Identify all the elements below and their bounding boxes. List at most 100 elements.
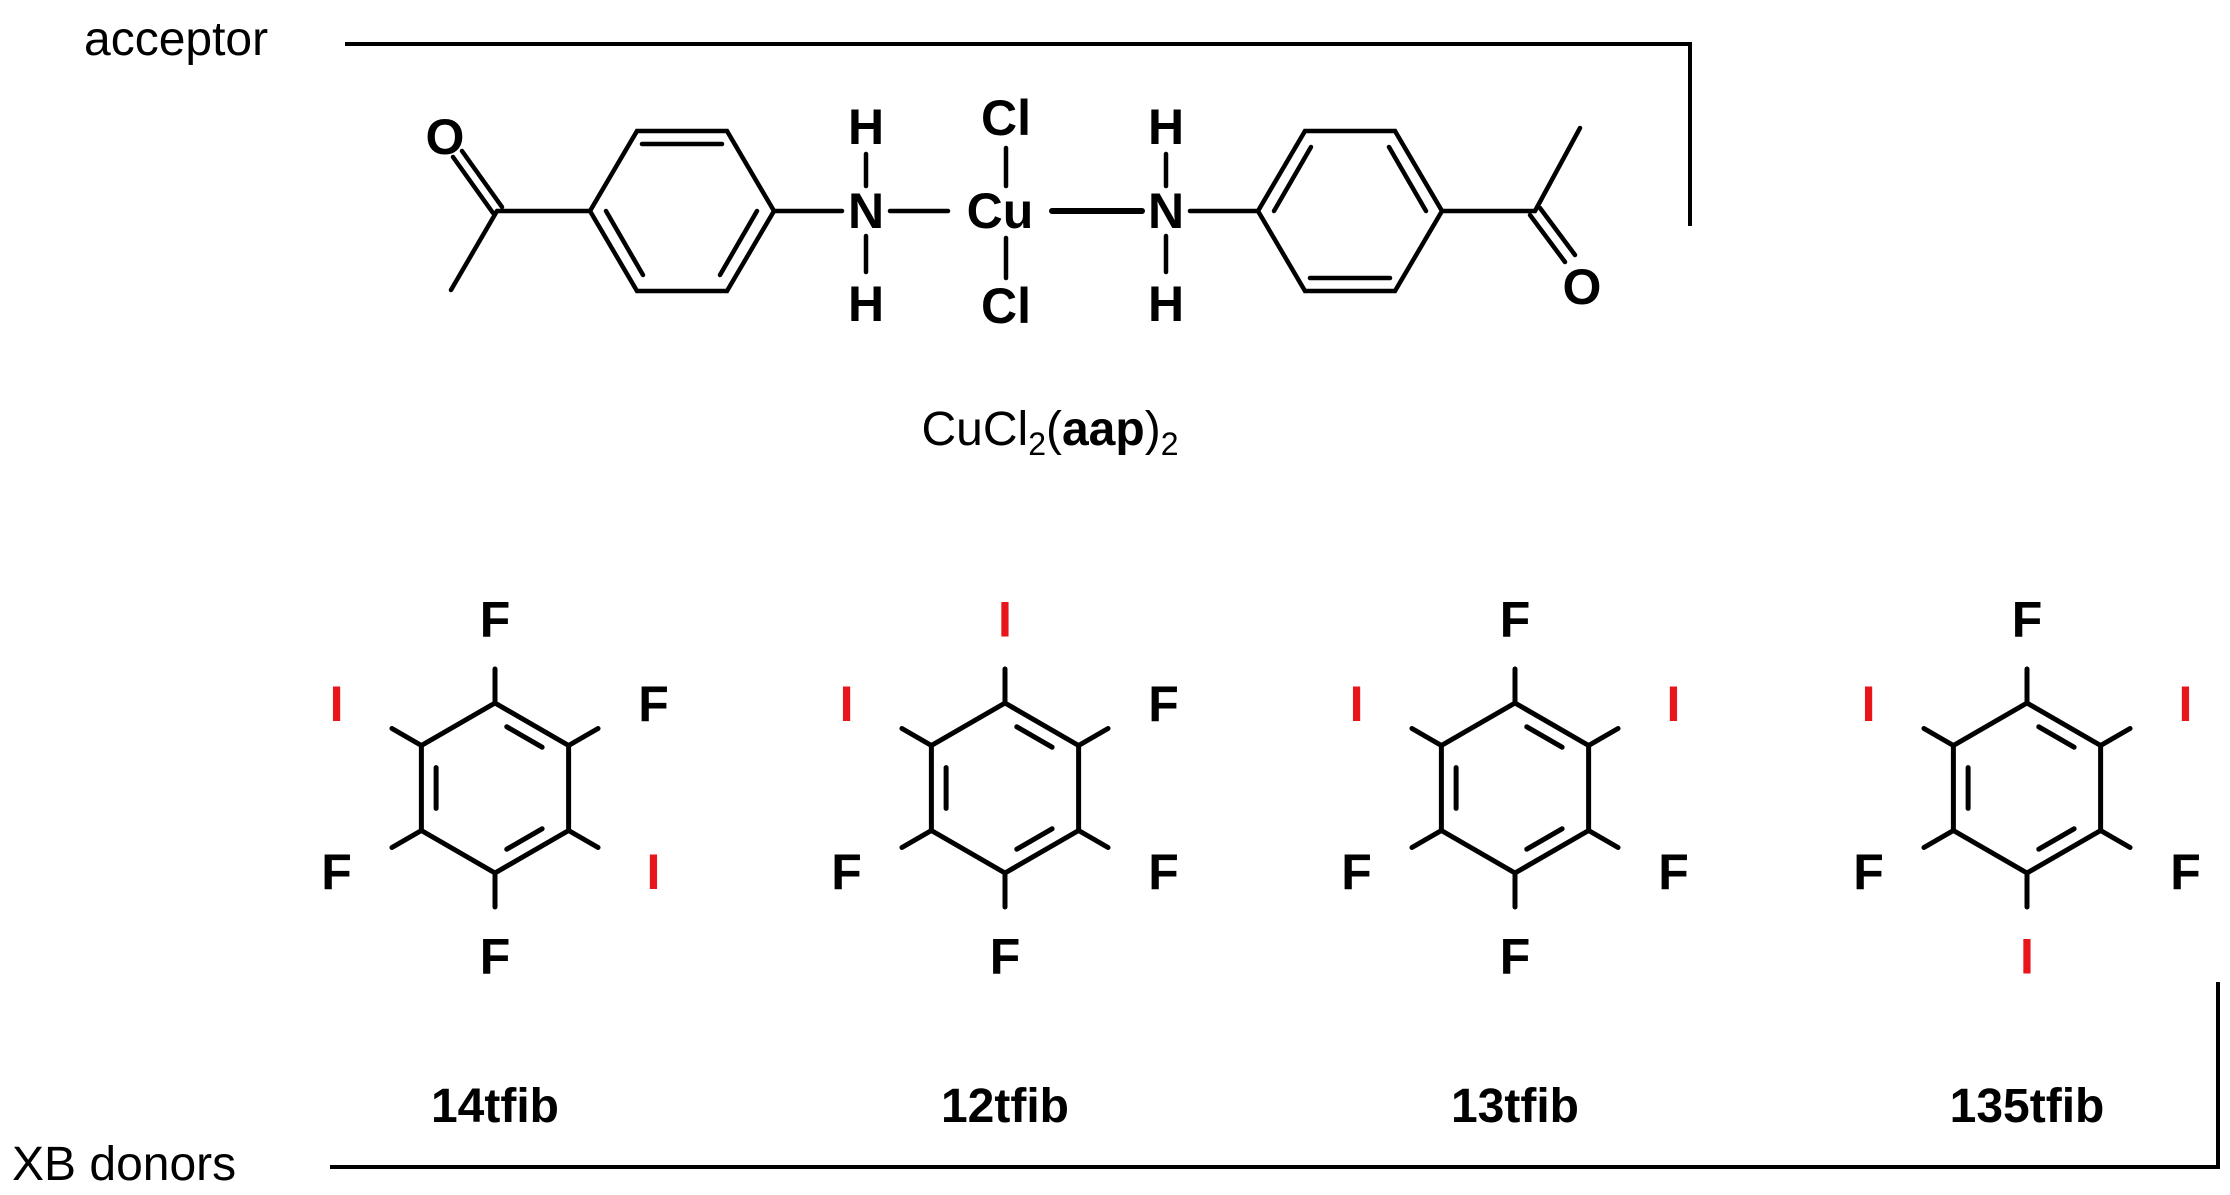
substituent-bond-5 bbox=[1409, 828, 1444, 850]
donors-bracket bbox=[330, 982, 2220, 1169]
atom-cu: Cu bbox=[967, 183, 1034, 239]
substituent-bond-3 bbox=[1586, 828, 1621, 850]
fluorine-substituent-4: F bbox=[480, 928, 511, 984]
iodine-substituent-6: I bbox=[330, 676, 344, 732]
acceptor-formula: CuCl2(aap)2 bbox=[922, 403, 1179, 462]
substituent-bond-6 bbox=[899, 726, 934, 748]
fluorine-substituent-5: F bbox=[831, 844, 862, 900]
donor-name-label: 14tfib bbox=[431, 1080, 559, 1133]
benzene-ring bbox=[1438, 700, 1592, 876]
formula-subscript-1: 2 bbox=[1028, 426, 1046, 462]
acceptor-bonds bbox=[448, 125, 1583, 294]
benzene-ring bbox=[1950, 700, 2104, 876]
donor-name-label: 135tfib bbox=[1950, 1080, 2105, 1133]
atom-h-right-bottom: H bbox=[1148, 276, 1184, 332]
ring-double-bond-1 bbox=[1014, 724, 1055, 750]
substituent-bond-2 bbox=[2098, 726, 2133, 748]
formula-subscript-2: 2 bbox=[1161, 426, 1179, 462]
iodine-substituent-3: I bbox=[647, 844, 661, 900]
substituent-bond-5 bbox=[899, 828, 934, 850]
substituent-bond-2 bbox=[566, 726, 601, 748]
right-ring-inner-3 bbox=[1386, 144, 1429, 214]
fluorine-substituent-1: F bbox=[2012, 592, 2043, 648]
substituent-bond-2 bbox=[1586, 726, 1621, 748]
fluorine-substituent-3: F bbox=[1658, 844, 1689, 900]
acceptor-molecule: O O N N H H H H Cu Cl Cl CuCl2(aap)2 bbox=[426, 90, 1602, 462]
iodine-substituent-4: I bbox=[2020, 928, 2034, 984]
ring-double-bond-1 bbox=[2036, 724, 2077, 750]
bond-right-methyl bbox=[1532, 125, 1583, 214]
acceptor-label: acceptor bbox=[84, 13, 268, 66]
benzene-ring bbox=[928, 700, 1082, 876]
ring-double-bond-2 bbox=[1524, 826, 1565, 852]
formula-open-paren: ( bbox=[1046, 403, 1062, 456]
bond-left-co-a bbox=[450, 154, 496, 216]
bond-left-methyl bbox=[448, 208, 500, 293]
ring-double-bond-1 bbox=[1524, 724, 1565, 750]
iodine-substituent-6: I bbox=[1350, 676, 1364, 732]
substituent-bond-3 bbox=[1076, 828, 1111, 850]
atom-h-left-bottom: H bbox=[848, 276, 884, 332]
iodine-substituent-2: I bbox=[2179, 676, 2193, 732]
atom-h-left-top: H bbox=[848, 99, 884, 155]
ring-double-bond-2 bbox=[504, 826, 545, 852]
ring-double-bond-2 bbox=[2036, 826, 2077, 852]
benzene-ring bbox=[418, 700, 572, 876]
left-ring-inner-3 bbox=[717, 208, 760, 278]
atom-o-right: O bbox=[1563, 259, 1602, 315]
substituent-bond-2 bbox=[1076, 726, 1111, 748]
donor-molecules: FFIFFI14tfibIFFFFI12tfibFIFFFI13tfibFIFI… bbox=[321, 592, 2201, 1133]
substituent-bond-5 bbox=[389, 828, 424, 850]
iodine-substituent-1: I bbox=[998, 592, 1012, 648]
iodine-substituent-2: I bbox=[1667, 676, 1681, 732]
frame-lines bbox=[330, 42, 2220, 1169]
fluorine-substituent-1: F bbox=[1500, 592, 1531, 648]
donor-name-label: 12tfib bbox=[941, 1080, 1069, 1133]
ring-double-bond-2 bbox=[1014, 826, 1055, 852]
atom-n-left: N bbox=[848, 183, 884, 239]
fluorine-substituent-4: F bbox=[990, 928, 1021, 984]
right-benzene-ring bbox=[1255, 128, 1445, 294]
acceptor-bracket bbox=[345, 42, 1692, 226]
left-ring-inner-2 bbox=[603, 208, 646, 278]
formula-base: CuCl bbox=[922, 403, 1029, 456]
donor-name-label: 13tfib bbox=[1451, 1080, 1579, 1133]
atom-h-right-top: H bbox=[1148, 99, 1184, 155]
fluorine-substituent-5: F bbox=[321, 844, 352, 900]
donor-13tfib: F I F F F I 13tfib bbox=[1341, 592, 1689, 1133]
formula-ligand: aap bbox=[1062, 403, 1145, 456]
donor-135tfib: F I F I F I 135tfib bbox=[1853, 592, 2201, 1133]
left-benzene-ring bbox=[587, 128, 777, 294]
substituent-bond-6 bbox=[1409, 726, 1444, 748]
formula-close-paren: ) bbox=[1145, 403, 1161, 456]
fluorine-substituent-5: F bbox=[1853, 844, 1884, 900]
substituent-bond-3 bbox=[566, 828, 601, 850]
fluorine-substituent-3: F bbox=[2170, 844, 2201, 900]
fluorine-substituent-3: F bbox=[1148, 844, 1179, 900]
substituent-bond-6 bbox=[389, 726, 424, 748]
bond-right-co-b bbox=[1537, 205, 1578, 258]
substituent-bond-6 bbox=[1921, 726, 1956, 748]
donors-label: XB donors bbox=[12, 1138, 236, 1191]
iodine-substituent-6: I bbox=[1862, 676, 1876, 732]
fluorine-substituent-5: F bbox=[1341, 844, 1372, 900]
atom-cl-bottom: Cl bbox=[981, 278, 1031, 334]
bond-left-co-b bbox=[459, 148, 505, 210]
fluorine-substituent-2: F bbox=[638, 676, 669, 732]
fluorine-substituent-1: F bbox=[480, 592, 511, 648]
substituent-bond-5 bbox=[1921, 828, 1956, 850]
ring-double-bond-1 bbox=[504, 724, 545, 750]
fluorine-substituent-2: F bbox=[1148, 676, 1179, 732]
substituent-bond-3 bbox=[2098, 828, 2133, 850]
right-ring-inner-2 bbox=[1271, 144, 1314, 214]
atom-o-left: O bbox=[426, 109, 465, 165]
acceptor-atom-labels: O O N N H H H H Cu Cl Cl bbox=[426, 90, 1602, 334]
iodine-substituent-6: I bbox=[840, 676, 854, 732]
atom-n-right: N bbox=[1148, 183, 1184, 239]
bond-right-co-a bbox=[1527, 212, 1568, 265]
atom-cl-top: Cl bbox=[981, 90, 1031, 146]
fluorine-substituent-4: F bbox=[1500, 928, 1531, 984]
donor-14tfib: F F I F F I 14tfib bbox=[321, 592, 669, 1133]
donor-12tfib: I F F F F I 12tfib bbox=[831, 592, 1179, 1133]
